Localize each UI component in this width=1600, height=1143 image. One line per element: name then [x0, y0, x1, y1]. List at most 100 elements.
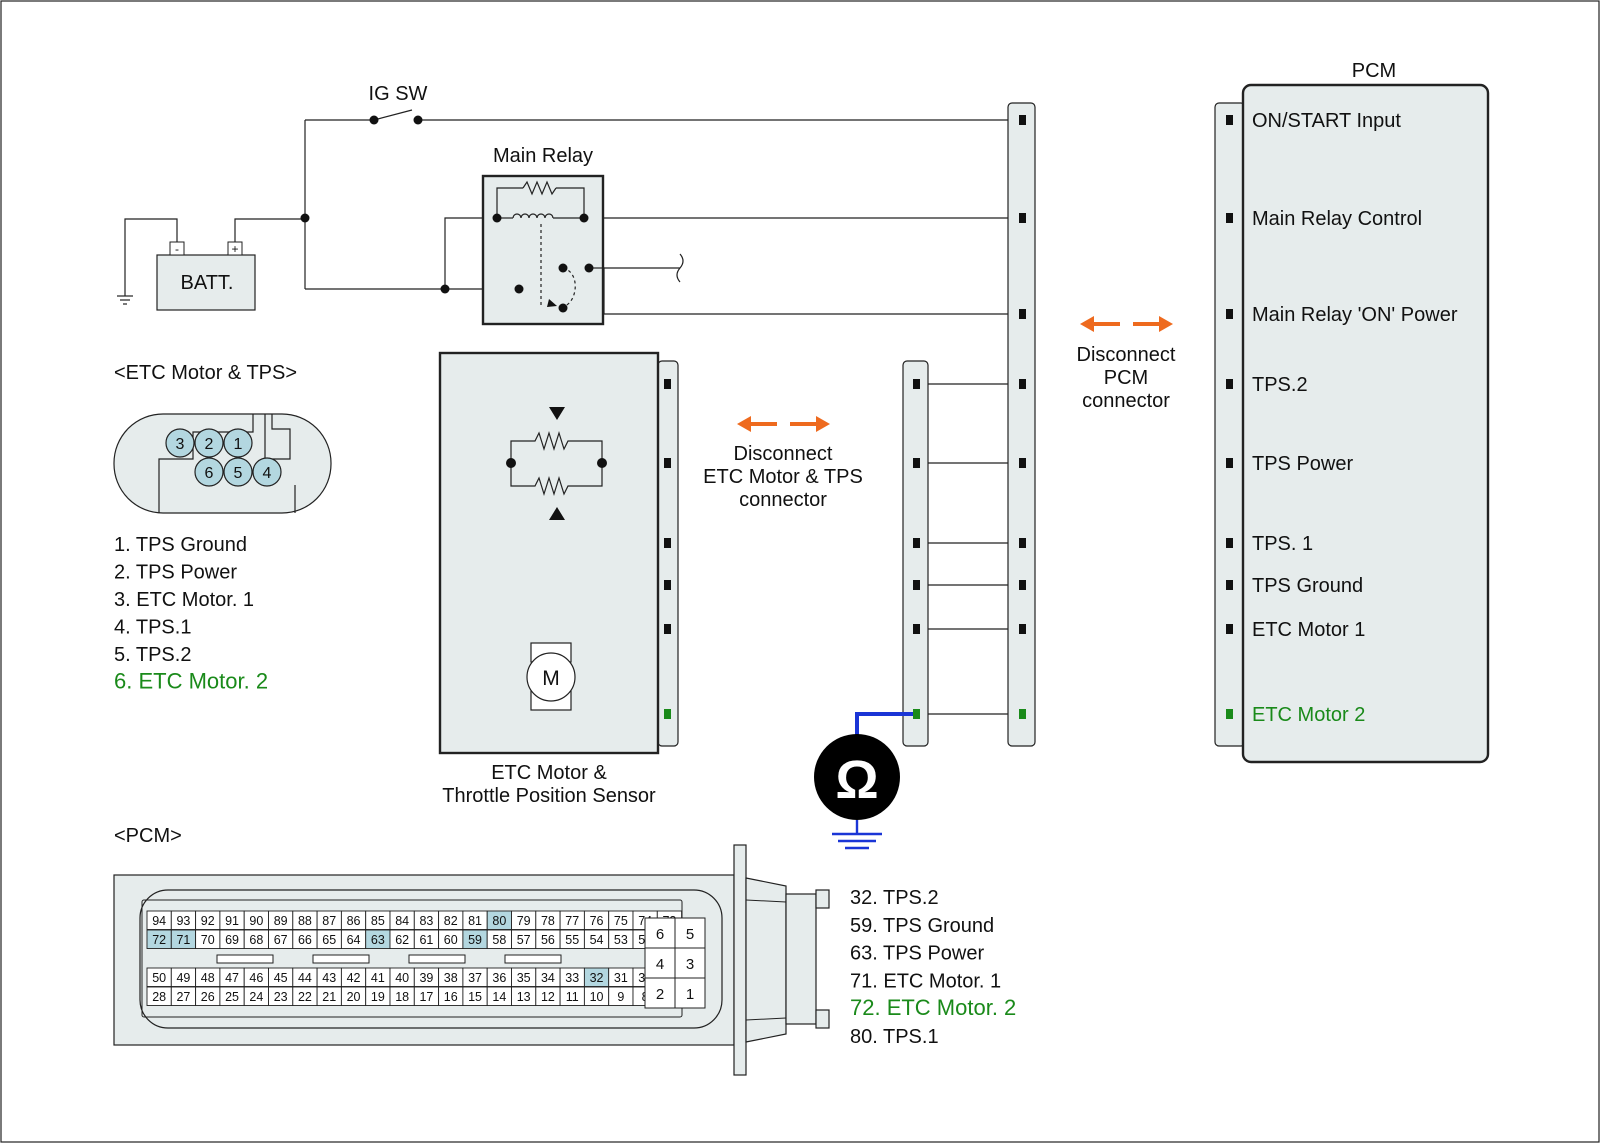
pcm-pin-terminal: [1226, 624, 1233, 634]
pcm-connector-pin-number: 88: [298, 914, 312, 928]
pcm-connector-pin-number: 84: [395, 914, 409, 928]
pcm-small-pin: [644, 947, 676, 979]
pcm-connector-pin-number: 90: [249, 914, 263, 928]
etc-pin-legend-item: 1. TPS Ground: [114, 534, 247, 556]
pcm-connector-pin-number: 56: [541, 933, 555, 947]
pcm-small-pin-number: 3: [686, 956, 694, 973]
pcm-pin-label: ON/START Input: [1252, 110, 1401, 132]
pcm-pin-terminal: [1226, 213, 1233, 223]
pcm-connector-pin-number: 87: [322, 914, 336, 928]
main-relay-label: Main Relay: [493, 145, 593, 167]
disconnect-etc-line3: connector: [739, 489, 827, 511]
pcm-connector-pin-number: 12: [541, 990, 555, 1004]
disconnect-etc-note: Disconnect ETC Motor & TPS connector: [703, 416, 863, 511]
harness-connector-strip: [902, 360, 929, 747]
pcm-connector-pin-number: 18: [395, 990, 409, 1004]
pcm-connector-pin-number: 92: [201, 914, 215, 928]
pcm-connector-pin-number: 61: [419, 933, 433, 947]
pcm-connector-pin-number: 20: [347, 990, 361, 1004]
pcm-connector-pin-number: 58: [492, 933, 506, 947]
motor-label: M: [542, 667, 560, 690]
pcm-connector-pin-number: 49: [176, 971, 190, 985]
pcm-pin-legend-item: 63. TPS Power: [850, 943, 984, 965]
battery-minus-label: -: [175, 242, 179, 256]
pcm-connector-pin-number: 13: [517, 990, 531, 1004]
etc-pin-legend-item: 5. TPS.2: [114, 644, 191, 666]
pcm-connector-pin-number: 40: [395, 971, 409, 985]
pcm-connector-pin-number: 54: [590, 933, 604, 947]
etc-block-title-line2: Throttle Position Sensor: [442, 785, 656, 807]
etc-connector-pin-number: 1: [234, 436, 243, 453]
disconnect-etc-line1: Disconnect: [734, 443, 833, 465]
pcm-connector-pin-number: 91: [225, 914, 239, 928]
ohmmeter: Ω: [814, 712, 913, 850]
pcm-small-pin: [674, 977, 706, 1009]
pcm-pin-legend-item: 59. TPS Ground: [850, 915, 994, 937]
pcm-connector-pin-number: 62: [395, 933, 409, 947]
pcm-connector-pin-number: 37: [468, 971, 482, 985]
pcm-pin-label: Main Relay Control: [1252, 208, 1422, 230]
junction-dot: [300, 213, 310, 223]
etc-connector-pin: [194, 457, 224, 487]
pcm-small-pin-number: 6: [656, 926, 664, 943]
disconnect-etc-line2: ETC Motor & TPS: [703, 466, 863, 488]
ig-switch-blade: [373, 109, 413, 121]
pcm-connector-pin-number: 38: [444, 971, 458, 985]
pcm-pin-terminal: [1226, 309, 1233, 319]
etc-pin-legend-item: 3. ETC Motor. 1: [114, 589, 254, 611]
pcm-connector-pin-number: 24: [249, 990, 263, 1004]
etc-motor-tps-block: M ETC Motor & Throttle Position Sensor: [438, 351, 679, 807]
pcm-small-pin-number: 1: [686, 986, 694, 1003]
pcm-pin-terminal: [1226, 580, 1233, 590]
pcm-connector-pin-number: 63: [371, 933, 385, 947]
pcm-connector-pin-number: 27: [176, 990, 190, 1004]
harness-pins: [913, 115, 1026, 719]
pcm-connector-pin-number: 44: [298, 971, 312, 985]
ground-symbol: [832, 820, 882, 850]
pcm-small-pin: [644, 977, 676, 1009]
pcm-connector-pin-number: 68: [249, 933, 263, 947]
pcm-connector-pin-number: 25: [225, 990, 239, 1004]
pcm-pin-legend-item: 71. ETC Motor. 1: [850, 970, 1001, 992]
pcm-connector-pin-number: 67: [274, 933, 288, 947]
etc-connector-pin-number: 6: [205, 465, 214, 482]
pcm-connector-pin-number: 75: [614, 914, 628, 928]
ig-switch-label: IG SW: [369, 83, 428, 105]
pcm-connector-pin-number: 78: [541, 914, 555, 928]
etc-connector-pin: [223, 428, 253, 458]
etc-block-title-line1: ETC Motor &: [491, 762, 607, 784]
pcm-connector-pin-number: 93: [176, 914, 190, 928]
pcm-connector-pin-number: 35: [517, 971, 531, 985]
pcm-connector-pin-number: 39: [419, 971, 433, 985]
pcm-pin-terminal: [1226, 538, 1233, 548]
pcm-connector-pin-number: 32: [590, 971, 604, 985]
pcm-pin-label: Main Relay 'ON' Power: [1252, 304, 1458, 326]
pcm-pin-label: ETC Motor 1: [1252, 619, 1365, 641]
pcm-connector-pin-number: 83: [419, 914, 433, 928]
etc-connector-pin-number: 4: [263, 465, 272, 482]
ig-switch-contact: [369, 115, 379, 125]
pcm-connector-pin-number: 9: [617, 990, 624, 1004]
pcm-connector-pin-number: 64: [347, 933, 361, 947]
pcm-connector-pin-number: 33: [565, 971, 579, 985]
pcm-pin-terminal: [1226, 115, 1233, 125]
harness-pcm-side-strip: [1007, 102, 1036, 747]
pcm-connector-pin-number: 41: [371, 971, 385, 985]
pcm-connector-pin-number: 21: [322, 990, 336, 1004]
pcm-connector-pin-number: 77: [565, 914, 579, 928]
pcm-connector-pin-number: 34: [541, 971, 555, 985]
pcm-pin-label: TPS. 1: [1252, 533, 1313, 555]
etc-connector-pin-number: 2: [205, 436, 214, 453]
disconnect-pcm-line2: PCM: [1104, 367, 1148, 389]
pcm-connector-pin-number: 65: [322, 933, 336, 947]
pcm-connector-pin-number: 19: [371, 990, 385, 1004]
pcm-connector-pin-number: 50: [152, 971, 166, 985]
pcm-connector-pin-number: 60: [444, 933, 458, 947]
pcm-pin-label: TPS.2: [1252, 374, 1308, 396]
pcm-connector-pin-number: 28: [152, 990, 166, 1004]
pcm-connector-pin-number: 59: [468, 933, 482, 947]
